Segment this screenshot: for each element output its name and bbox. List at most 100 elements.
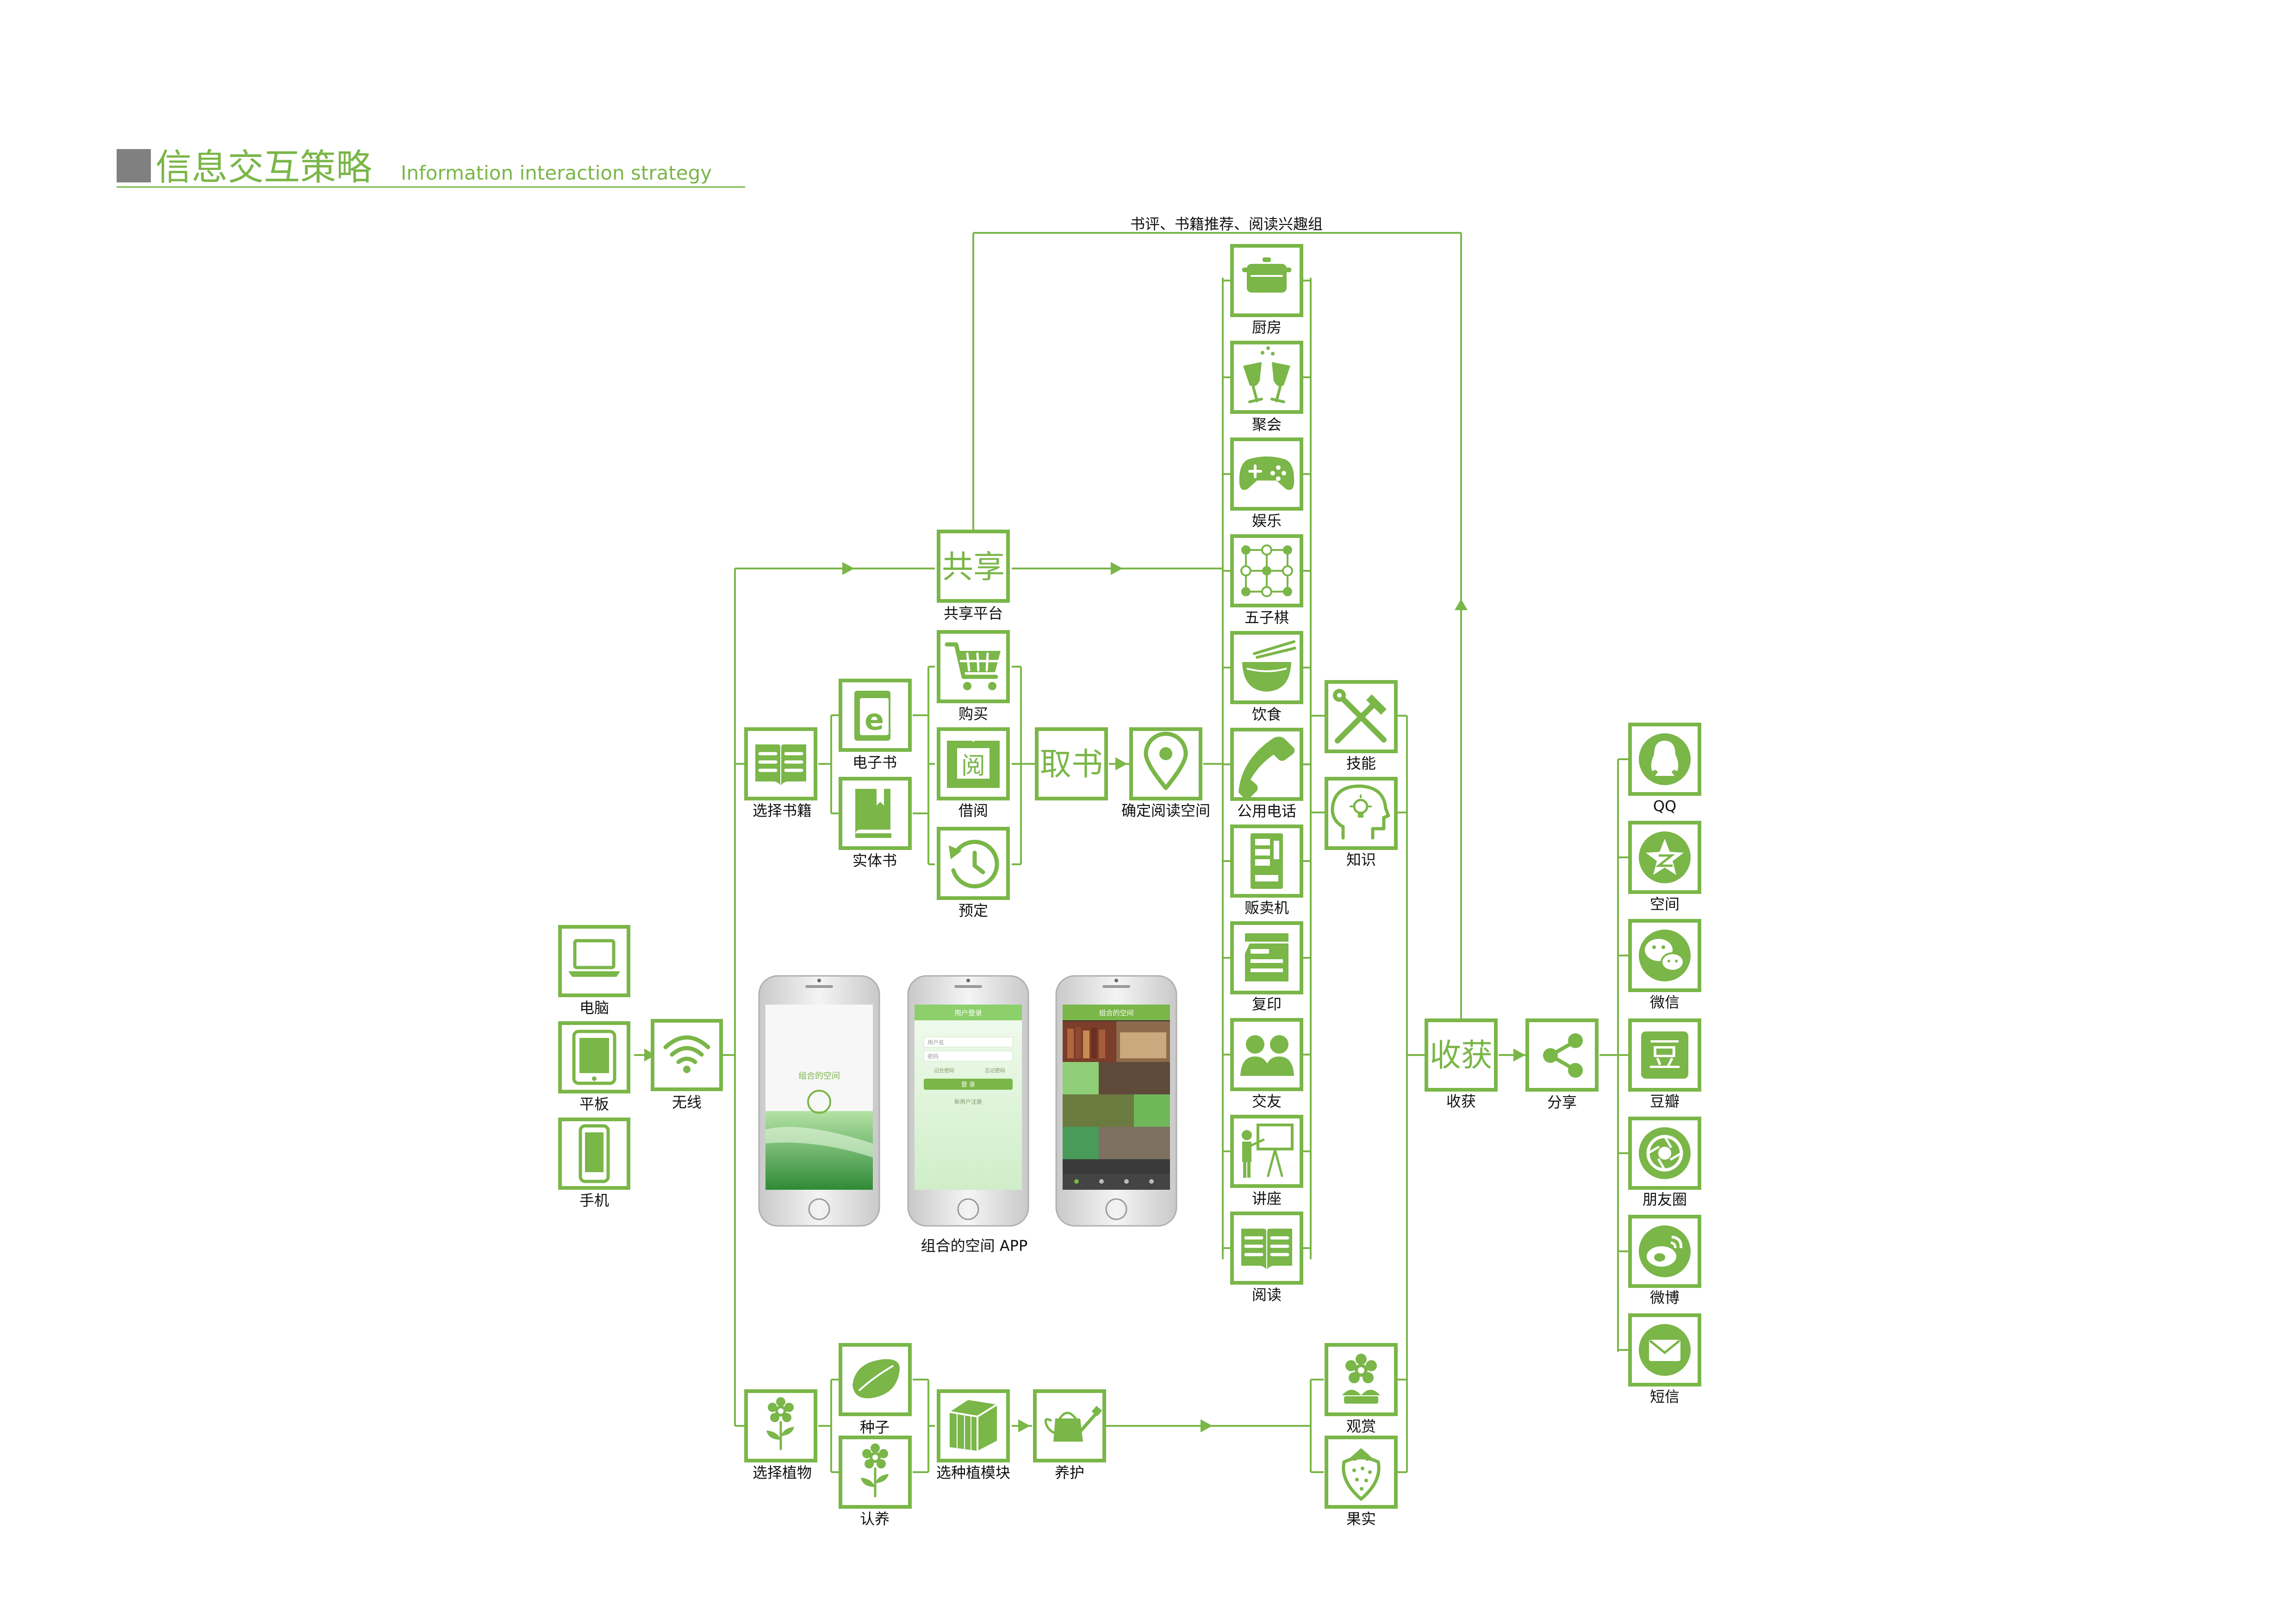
watering-can-icon: [1044, 1405, 1102, 1442]
home-button[interactable]: [808, 1198, 830, 1220]
home-tile-tea[interactable]: [1063, 1127, 1099, 1159]
borrow-label: 借阅: [958, 802, 988, 819]
care-label: 养护: [1055, 1464, 1084, 1481]
splash-title: 组合的空间: [798, 1071, 840, 1081]
login-register-link[interactable]: 新用户注册: [954, 1098, 982, 1105]
choose-books-label: 选择书籍: [753, 802, 812, 819]
skills-label: 技能: [1346, 755, 1376, 772]
social-label-weibo: 微博: [1650, 1289, 1680, 1306]
app-phone-login: 用户登录 用户名 密码 记住密码 忘记密码 登 录 新用户注册: [907, 975, 1029, 1227]
laptop-icon: [568, 939, 620, 977]
physical-book-label: 实体书: [852, 852, 897, 869]
space-label-food: 饮食: [1252, 706, 1282, 723]
phone-icon: [579, 1124, 610, 1183]
tab-home-icon[interactable]: [1074, 1179, 1079, 1184]
planting-module-node: 选种植模块: [936, 1389, 1010, 1481]
ebook-label: 电子书: [852, 754, 897, 771]
seed-node: 种子: [839, 1343, 912, 1436]
space-public-phone: 公用电话: [1223, 728, 1311, 820]
home-button[interactable]: [957, 1198, 979, 1220]
social-douban: 豆 豆瓣: [1618, 1018, 1701, 1110]
home-tile-nature[interactable]: [1063, 1094, 1134, 1127]
seed-label: 种子: [860, 1418, 890, 1436]
douban-icon: 豆: [1648, 1036, 1681, 1074]
tab-book-icon[interactable]: [1099, 1179, 1104, 1184]
book-icon: [855, 789, 891, 838]
login-username-input[interactable]: [923, 1037, 1013, 1048]
home-tile-phone[interactable]: [1063, 1062, 1099, 1094]
page-subtitle: Information interaction strategy: [401, 162, 712, 184]
space-friends: 交友: [1223, 1018, 1311, 1110]
wine-glasses-icon: [1243, 346, 1290, 403]
share-platform-box-text: 共享: [942, 549, 1005, 586]
home-tile-plant[interactable]: [1134, 1094, 1170, 1127]
social-wechat: 微信: [1618, 919, 1701, 1011]
reserve-label: 预定: [958, 902, 988, 919]
space-vending: 贩卖机: [1223, 824, 1311, 917]
moments-aperture-icon: [1646, 1135, 1683, 1172]
vending-machine-icon: [1251, 833, 1283, 889]
home-screen: 组合的空间: [1063, 1005, 1170, 1190]
home-button[interactable]: [1105, 1198, 1127, 1220]
login-password-placeholder: 密码: [927, 1053, 939, 1060]
borrow-icon-text: 阅: [961, 752, 985, 780]
qzone-star-icon: [1646, 839, 1684, 875]
space-label-copy: 复印: [1252, 995, 1282, 1013]
weibo-icon: [1647, 1236, 1683, 1267]
knowledge-node: 知识: [1325, 777, 1398, 868]
bowl-chopsticks-icon: [1242, 640, 1296, 692]
connectors: [634, 232, 1619, 1473]
skills-node: 技能: [1325, 680, 1398, 772]
buy-label: 购买: [958, 705, 988, 723]
share-platform-label: 共享平台: [944, 605, 1003, 622]
device-phone-label: 手机: [579, 1192, 609, 1209]
login-username-placeholder: 用户名: [927, 1039, 944, 1046]
login-remember-link[interactable]: 记住密码: [934, 1067, 954, 1074]
tablet-icon: [572, 1030, 616, 1085]
splash-logo-icon: [807, 1090, 831, 1114]
choose-books-node: 选择书籍: [744, 727, 817, 819]
pot-icon: [1242, 257, 1291, 293]
pickup-node: 取书: [1035, 727, 1108, 800]
share-platform-node: 共享 共享平台: [937, 530, 1010, 622]
space-label-reading: 阅读: [1252, 1286, 1282, 1304]
login-button[interactable]: [924, 1079, 1013, 1090]
tab-user-icon[interactable]: [1149, 1179, 1154, 1184]
device-phone: 手机: [558, 1118, 630, 1209]
social-qq: QQ: [1618, 723, 1701, 815]
space-reading: 阅读: [1223, 1212, 1311, 1304]
arrowheads: [644, 562, 1525, 1432]
adopt-label: 认养: [860, 1510, 890, 1528]
choose-plant-node: 选择植物: [744, 1389, 817, 1481]
home-tile-space[interactable]: [1099, 1127, 1170, 1159]
ebook-icon: e: [854, 691, 890, 741]
gamepad-icon: [1239, 456, 1294, 490]
borrow-book-icon: 阅: [947, 741, 1000, 788]
space-entertainment: 娱乐: [1223, 437, 1311, 530]
splash-screen: 组合的空间: [765, 1005, 873, 1190]
share-label: 分享: [1547, 1093, 1577, 1111]
app-caption: 组合的空间 APP: [921, 1237, 1028, 1255]
tab-space-icon[interactable]: [1124, 1179, 1129, 1184]
harvest-box-text: 收获: [1430, 1037, 1493, 1074]
top-route-label: 书评、书籍推荐、阅读兴趣组: [1130, 215, 1323, 233]
copier-icon: [1245, 933, 1288, 981]
harvest-node: 收获 收获: [1425, 1018, 1498, 1110]
view-flower-icon: [1342, 1354, 1380, 1404]
login-password-input[interactable]: [923, 1050, 1013, 1062]
page-title: 信息交互策略: [156, 147, 372, 188]
home-tile-reading[interactable]: [1099, 1062, 1170, 1094]
social-qzone: 空间: [1618, 821, 1701, 913]
social-weibo: 微博: [1618, 1215, 1701, 1306]
app-phone-home: 组合的空间: [1055, 975, 1177, 1227]
planting-module-label: 选种植模块: [936, 1464, 1010, 1481]
buy-node: 购买: [937, 630, 1010, 723]
view-label: 观赏: [1346, 1418, 1376, 1435]
login-forgot-link[interactable]: 忘记密码: [985, 1067, 1005, 1074]
wechat-icon: [1645, 939, 1685, 972]
harvest-label: 收获: [1446, 1093, 1476, 1110]
shopping-cart-icon: [945, 642, 1001, 690]
seed-icon: [852, 1359, 900, 1399]
envelope-icon: [1649, 1340, 1680, 1361]
reading-book-icon: [1241, 1229, 1292, 1269]
